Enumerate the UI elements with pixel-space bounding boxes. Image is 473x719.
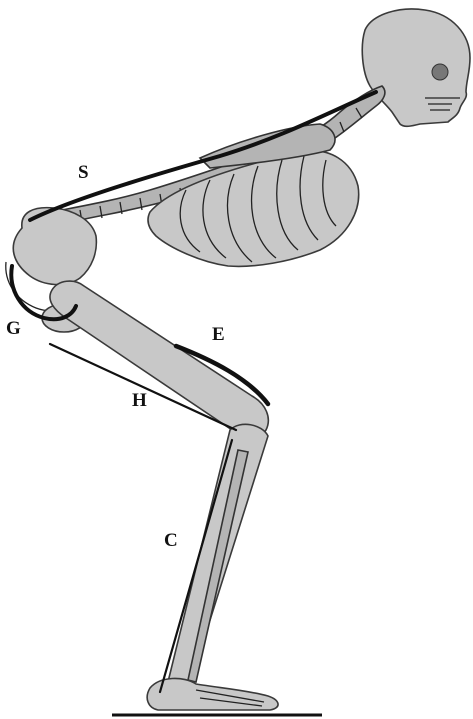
label-h: H — [132, 390, 147, 411]
label-s: S — [78, 162, 89, 183]
label-g: G — [6, 318, 21, 339]
foot — [147, 678, 278, 710]
skull — [362, 9, 470, 126]
label-e: E — [212, 324, 225, 345]
lower-leg — [166, 424, 268, 697]
label-c: C — [164, 530, 178, 551]
